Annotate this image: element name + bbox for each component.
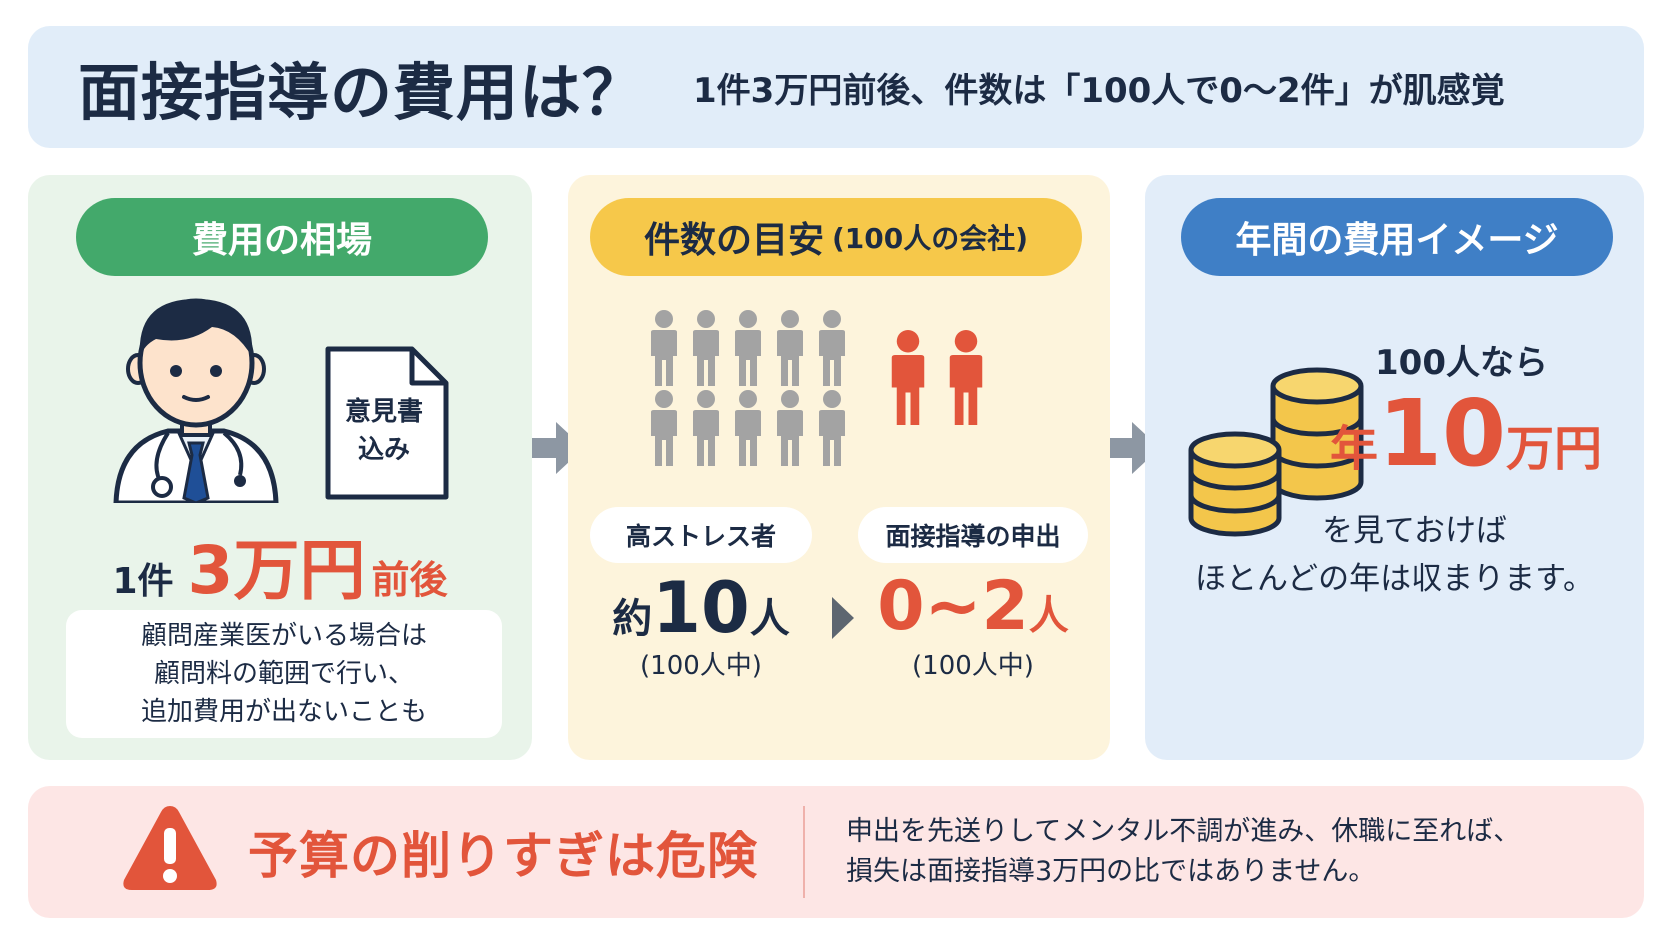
cost-note: 顧問産業医がいる場合は 顧問料の範囲で行い、 追加費用が出ないことも (66, 610, 502, 738)
document-label-line1: 意見書 (344, 397, 423, 427)
cost-price: 1件 3万円前後 (28, 517, 532, 613)
annual-amount: 年10万円 (1330, 380, 1602, 487)
person-icon (735, 310, 761, 386)
arrow-right-icon (532, 422, 584, 474)
triangle-right-icon (832, 597, 854, 639)
warning-text-line2: 損失は面接指導3万円の比ではありません。 (846, 856, 1376, 887)
person-icon (819, 310, 845, 386)
price-suffix: 前後 (371, 558, 448, 602)
person-icon (735, 390, 761, 466)
person-icon (777, 390, 803, 466)
person-icon (891, 330, 925, 425)
document-label: 意見書 込み (324, 393, 444, 469)
page-subtitle: 1件3万円前後、件数は「100人で0〜2件」が肌感覚 (693, 70, 1505, 111)
person-icon (819, 390, 845, 466)
page-title: 面接指導の費用は？ (78, 56, 646, 129)
note-line: 顧問産業医がいる場合は (140, 621, 427, 651)
cost-panel: 費用の相場 意見書 込み 1件 3万円前後 顧問産業医がいる場合は 顧問料の範囲で… (28, 175, 532, 760)
count-panel: 件数の目安(100人の会社) 高ストレス者 面接指導の申出 約10人 0~2人 … (568, 175, 1110, 760)
document-label-line2: 込み (357, 435, 410, 465)
footer-divider (803, 806, 805, 898)
request-unit: 人 (1028, 593, 1069, 639)
person-icon (693, 390, 719, 466)
annual-text-line1: を見ておけば (1321, 513, 1508, 549)
high-stress-per: (100人中) (640, 651, 762, 681)
coin-stack-back (1270, 367, 1364, 501)
annual-heading: 年間の費用イメージ (1181, 198, 1613, 276)
request-per: (100人中) (912, 651, 1034, 681)
person-icon (693, 310, 719, 386)
person-icon (651, 390, 677, 466)
high-stress-count: 約10人 (590, 567, 812, 649)
person-icon (949, 330, 983, 425)
warning-text: 申出を先送りしてメンタル不調が進み、休職に至れば、 損失は面接指導3万円の比では… (846, 812, 1520, 892)
count-heading: 件数の目安(100人の会社) (590, 198, 1082, 276)
coin-stack-front (1188, 431, 1282, 537)
price-amount: 3万円 (187, 532, 366, 609)
note-line: 顧問料の範囲で行い、 (153, 659, 414, 689)
warning-icon (123, 806, 217, 890)
person-icon (651, 310, 677, 386)
person-icon (777, 310, 803, 386)
coin-stack-icon (1188, 367, 1364, 537)
count-heading-sub: (100人の会社) (831, 222, 1029, 255)
price-count: 1件 (112, 561, 174, 602)
doctor-icon (113, 298, 279, 503)
count-heading-main: 件数の目安 (643, 220, 824, 261)
annual-amount-value: 10 (1378, 380, 1507, 487)
warning-banner: 予算の削りすぎは危険 申出を先送りしてメンタル不調が進み、休職に至れば、 損失は… (28, 786, 1644, 918)
annual-line1: 100人なら (1375, 343, 1548, 383)
annual-amount-prefix: 年 (1330, 421, 1379, 477)
annual-text-line2: ほとんどの年は収まります。 (1195, 561, 1594, 597)
warning-title: 予算の削りすぎは危険 (248, 827, 758, 885)
header-banner: 面接指導の費用は？ 1件3万円前後、件数は「100人で0〜2件」が肌感覚 (28, 26, 1644, 148)
note-line: 追加費用が出ないことも (140, 697, 427, 727)
high-stress-unit: 人 (749, 596, 790, 642)
request-label: 面接指導の申出 (858, 507, 1088, 563)
request-count: 0~2人 (848, 567, 1098, 646)
warning-text-line1: 申出を先送りしてメンタル不調が進み、休職に至れば、 (846, 816, 1521, 847)
high-stress-label: 高ストレス者 (590, 507, 812, 563)
cost-heading: 費用の相場 (76, 198, 488, 276)
high-stress-value: 10 (652, 567, 750, 649)
arrow-right-icon (1108, 422, 1160, 474)
annual-amount-unit: 万円 (1506, 421, 1603, 477)
annual-panel: 年間の費用イメージ 100人なら 年10万円 を見ておけば ほとんどの年は収まり… (1145, 175, 1644, 760)
request-value: 0~2 (877, 567, 1029, 646)
high-stress-prefix: 約 (612, 596, 653, 642)
document-icon (325, 346, 449, 500)
people-illustration (651, 310, 983, 466)
